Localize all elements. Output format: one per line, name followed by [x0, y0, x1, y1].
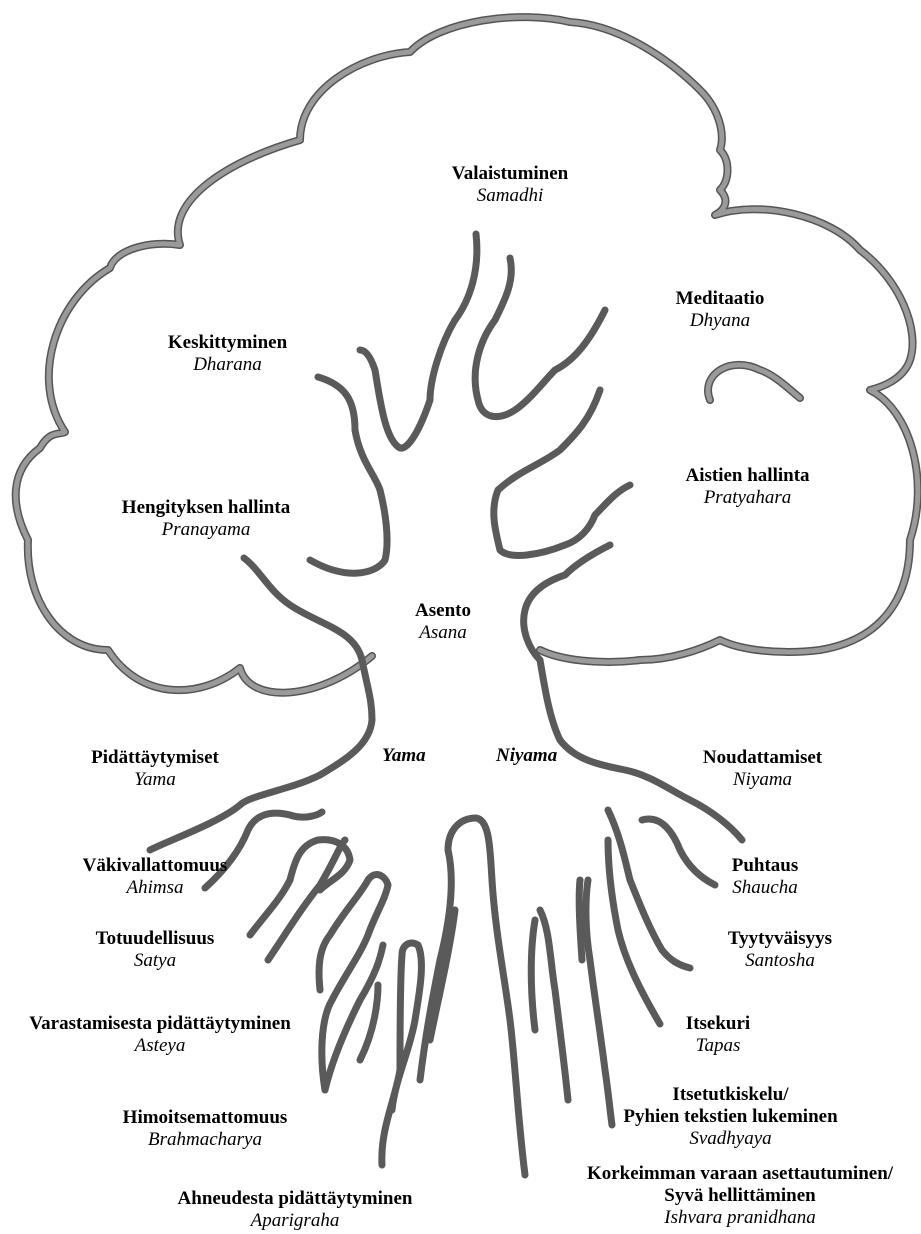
- ahimsa-sanskrit: Ahimsa: [60, 877, 250, 899]
- yama-group-sanskrit: Yama: [60, 769, 250, 791]
- niyama-group-finnish: Noudattamiset: [680, 747, 845, 769]
- label-tapas: Itsekuri Tapas: [668, 1013, 768, 1057]
- ahimsa-finnish: Väkivallattomuus: [60, 855, 250, 877]
- label-ishvara-pranidhana: Korkeimman varaan asettautuminen/ Syvä h…: [561, 1163, 919, 1229]
- svadhyaya-finnish-line1: Itsetutkiskelu/: [588, 1084, 873, 1106]
- asana-sanskrit: Asana: [393, 622, 493, 644]
- santosha-sanskrit: Santosha: [705, 950, 855, 972]
- ishvara-finnish-line1: Korkeimman varaan asettautuminen/: [561, 1163, 919, 1185]
- label-santosha: Tyytyväisyys Santosha: [705, 928, 855, 972]
- label-yama-group: Pidättäytymiset Yama: [60, 747, 250, 791]
- label-asteya: Varastamisesta pidättäytyminen Asteya: [5, 1013, 315, 1057]
- svadhyaya-finnish-line2: Pyhien tekstien lukeminen: [588, 1106, 873, 1128]
- samadhi-sanskrit: Samadhi: [410, 185, 610, 207]
- pranayama-sanskrit: Pranayama: [100, 519, 312, 541]
- label-satya: Totuudellisuus Satya: [60, 928, 250, 972]
- label-dhyana: Meditaatio Dhyana: [640, 288, 800, 332]
- label-pratyahara: Aistien hallinta Pratyahara: [655, 465, 840, 509]
- shaucha-finnish: Puhtaus: [705, 855, 825, 877]
- satya-sanskrit: Satya: [60, 950, 250, 972]
- brahmacharya-sanskrit: Brahmacharya: [95, 1129, 315, 1151]
- pratyahara-finnish: Aistien hallinta: [655, 465, 840, 487]
- tapas-finnish: Itsekuri: [668, 1013, 768, 1035]
- trunk-label-yama: Yama: [382, 745, 426, 767]
- label-ahimsa: Väkivallattomuus Ahimsa: [60, 855, 250, 899]
- aparigraha-finnish: Ahneudesta pidättäytyminen: [150, 1188, 440, 1210]
- label-asana: Asento Asana: [393, 600, 493, 644]
- label-niyama-group: Noudattamiset Niyama: [680, 747, 845, 791]
- satya-finnish: Totuudellisuus: [60, 928, 250, 950]
- santosha-finnish: Tyytyväisyys: [705, 928, 855, 950]
- ishvara-sanskrit: Ishvara pranidhana: [561, 1207, 919, 1229]
- label-dharana: Keskittyminen Dharana: [140, 332, 315, 376]
- niyama-group-sanskrit: Niyama: [680, 769, 845, 791]
- brahmacharya-finnish: Himoitsemattomuus: [95, 1107, 315, 1129]
- label-svadhyaya: Itsetutkiskelu/ Pyhien tekstien lukemine…: [588, 1084, 873, 1150]
- trunk-label-niyama: Niyama: [496, 745, 557, 767]
- dhyana-finnish: Meditaatio: [640, 288, 800, 310]
- label-samadhi: Valaistuminen Samadhi: [410, 163, 610, 207]
- dhyana-sanskrit: Dhyana: [640, 310, 800, 332]
- aparigraha-sanskrit: Aparigraha: [150, 1210, 440, 1232]
- label-brahmacharya: Himoitsemattomuus Brahmacharya: [95, 1107, 315, 1151]
- label-shaucha: Puhtaus Shaucha: [705, 855, 825, 899]
- label-pranayama: Hengityksen hallinta Pranayama: [100, 497, 312, 541]
- yama-group-finnish: Pidättäytymiset: [60, 747, 250, 769]
- asteya-sanskrit: Asteya: [5, 1035, 315, 1057]
- samadhi-finnish: Valaistuminen: [410, 163, 610, 185]
- asana-finnish: Asento: [393, 600, 493, 622]
- tapas-sanskrit: Tapas: [668, 1035, 768, 1057]
- dharana-sanskrit: Dharana: [140, 354, 315, 376]
- ishvara-finnish-line2: Syvä hellittäminen: [561, 1185, 919, 1207]
- dharana-finnish: Keskittyminen: [140, 332, 315, 354]
- pratyahara-sanskrit: Pratyahara: [655, 487, 840, 509]
- asteya-finnish: Varastamisesta pidättäytyminen: [5, 1013, 315, 1035]
- svadhyaya-sanskrit: Svadhyaya: [588, 1128, 873, 1150]
- pranayama-finnish: Hengityksen hallinta: [100, 497, 312, 519]
- shaucha-sanskrit: Shaucha: [705, 877, 825, 899]
- label-aparigraha: Ahneudesta pidättäytyminen Aparigraha: [150, 1188, 440, 1232]
